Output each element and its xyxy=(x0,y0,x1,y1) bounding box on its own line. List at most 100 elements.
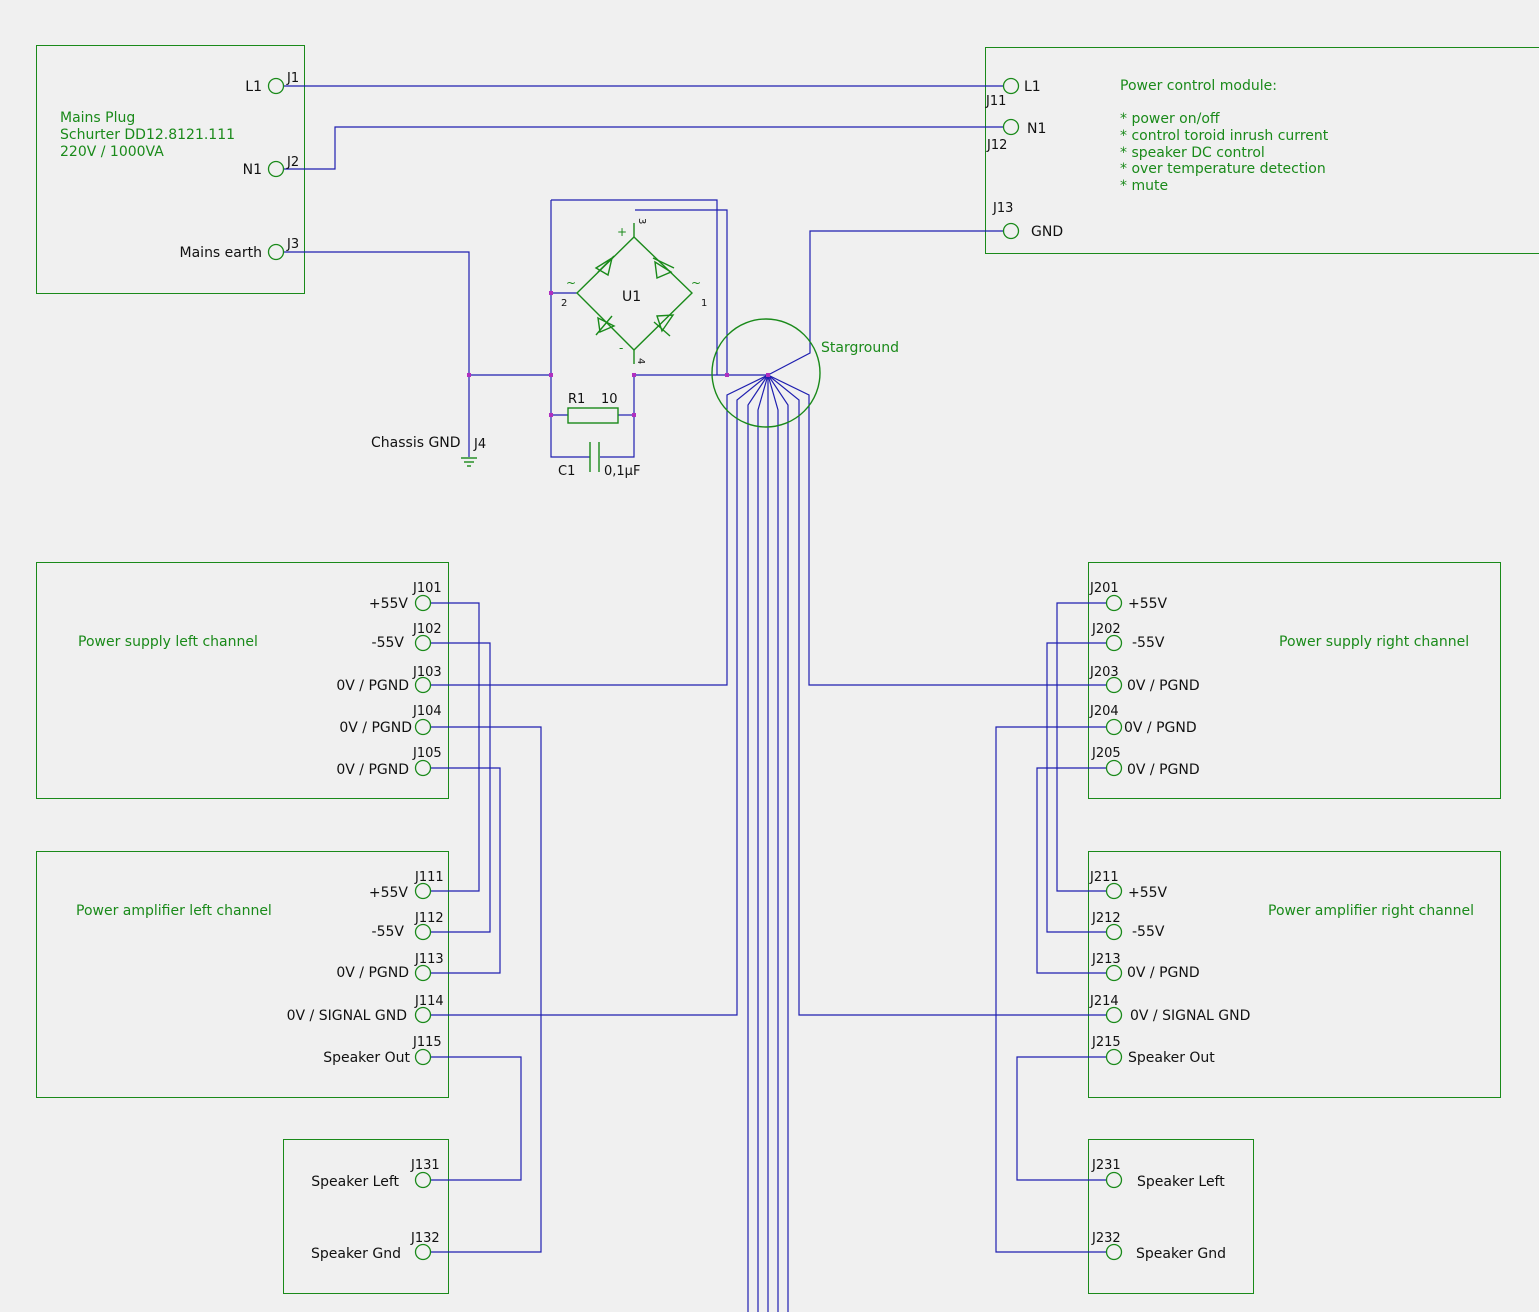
j3-ref: J3 xyxy=(286,237,299,252)
spk-right-box xyxy=(1088,1139,1254,1294)
connector-j211: J211 +55V xyxy=(1089,870,1168,901)
capacitor-c1 xyxy=(589,442,600,472)
j232-ref: J232 xyxy=(1091,1231,1121,1246)
j101-label: +55V xyxy=(369,596,409,612)
r1-value: 10 xyxy=(601,392,618,407)
connector-j231: J231 Speaker Left xyxy=(1091,1158,1225,1190)
connector-j13: J13 GND xyxy=(992,201,1063,240)
connector-j102: J102 -55V xyxy=(372,622,442,652)
bridge-ac1: ~ xyxy=(566,276,576,290)
r1-ref: R1 xyxy=(568,392,585,407)
connector-j132: J132 Speaker Gnd xyxy=(311,1231,440,1262)
wire-left-rail xyxy=(550,200,590,458)
j103-label: 0V / PGND xyxy=(336,678,409,694)
connector-j202: J202 -55V xyxy=(1091,622,1165,652)
pc-feature-5: * mute xyxy=(1120,178,1168,194)
j231-label: Speaker Left xyxy=(1137,1174,1225,1190)
wire-right-speaker-gnd xyxy=(995,726,1106,1253)
junctions xyxy=(467,291,770,417)
amp-right-title: Power amplifier right channel xyxy=(1268,903,1474,919)
connector-j204: J204 0V / PGND xyxy=(1089,704,1197,736)
wire-bundle-2 xyxy=(757,374,769,1312)
connector-j215: J215 Speaker Out xyxy=(1091,1035,1215,1066)
j232-label: Speaker Gnd xyxy=(1136,1246,1226,1262)
j132-ref: J132 xyxy=(410,1231,440,1246)
bridge-pin4: 4 xyxy=(635,358,646,364)
j215-ref: J215 xyxy=(1091,1035,1121,1050)
j213-ref: J213 xyxy=(1091,952,1121,967)
j203-label: 0V / PGND xyxy=(1127,678,1200,694)
mains-plug-box xyxy=(36,45,305,294)
wire-left-plus55 xyxy=(430,602,480,892)
wire-right-speaker-out xyxy=(1016,1056,1106,1181)
j111-label: +55V xyxy=(369,885,409,901)
wire-bundle-5 xyxy=(767,374,789,1312)
j102-ref: J102 xyxy=(412,622,442,637)
j13-label: GND xyxy=(1031,224,1063,240)
j202-ref: J202 xyxy=(1091,622,1121,637)
j12-label: N1 xyxy=(1027,121,1046,137)
ps-left-box xyxy=(36,562,449,799)
j204-ref: J204 xyxy=(1089,704,1119,719)
wire-right-pgnd xyxy=(1036,767,1106,974)
wire-bundle-4 xyxy=(767,374,779,1312)
j104-ref: J104 xyxy=(412,704,442,719)
c1-value: 0,1µF xyxy=(604,464,640,479)
connector-j111: J111 +55V xyxy=(369,870,444,901)
j131-ref: J131 xyxy=(410,1158,440,1173)
connector-j214: J214 0V / SIGNAL GND xyxy=(1089,994,1250,1024)
connector-j115: J115 Speaker Out xyxy=(323,1035,441,1066)
j113-ref: J113 xyxy=(414,952,444,967)
j212-label: -55V xyxy=(1132,924,1165,940)
j205-ref: J205 xyxy=(1091,746,1121,761)
spk-left-box xyxy=(283,1139,449,1294)
bridge-pin2: 2 xyxy=(561,298,567,309)
wire-j203 xyxy=(767,374,1106,686)
j204-label: 0V / PGND xyxy=(1124,720,1197,736)
wire-bridge-pin3 xyxy=(635,209,728,375)
connector-j213: J213 0V / PGND xyxy=(1091,952,1200,982)
pc-feature-2: * control toroid inrush current xyxy=(1120,128,1329,144)
j115-ref: J115 xyxy=(412,1035,442,1050)
j112-label: -55V xyxy=(372,924,405,940)
j103-ref: J103 xyxy=(412,665,442,680)
bridge-plus: + xyxy=(617,225,627,239)
j1-label: L1 xyxy=(245,79,262,95)
j212-ref: J212 xyxy=(1091,911,1121,926)
wire-mains-earth xyxy=(284,251,470,457)
connector-j203: J203 0V / PGND xyxy=(1089,665,1200,694)
j2-ref: J2 xyxy=(286,155,299,170)
j203-ref: J203 xyxy=(1089,665,1119,680)
ps-left-title: Power supply left channel xyxy=(78,634,258,650)
j105-ref: J105 xyxy=(412,746,442,761)
connector-j232: J232 Speaker Gnd xyxy=(1091,1231,1226,1262)
j11-label: L1 xyxy=(1024,79,1041,95)
connector-j1: J1 L1 xyxy=(245,71,299,95)
j3-label: Mains earth xyxy=(180,245,262,261)
j211-label: +55V xyxy=(1128,885,1168,901)
j112-ref: J112 xyxy=(414,911,444,926)
j131-label: Speaker Left xyxy=(311,1174,399,1190)
power-control-box xyxy=(985,47,1539,254)
wire-pc-gnd xyxy=(767,230,1003,376)
amp-right-box xyxy=(1088,851,1501,1098)
connector-j101: J101 +55V xyxy=(369,581,442,612)
wire-left-pgnd xyxy=(430,767,501,974)
bridge-ac2: ~ xyxy=(691,276,701,290)
wire-j103 xyxy=(430,374,769,686)
wire-j114 xyxy=(430,374,769,1016)
connector-j2: J2 N1 xyxy=(243,155,300,178)
wire-left-speaker-gnd xyxy=(430,726,542,1253)
chassis-ground-icon xyxy=(461,457,477,467)
j11-ref: J11 xyxy=(985,94,1006,109)
ps-right-title: Power supply right channel xyxy=(1279,634,1469,650)
j205-label: 0V / PGND xyxy=(1127,762,1200,778)
j214-label: 0V / SIGNAL GND xyxy=(1130,1008,1250,1024)
mains-title-2: Schurter DD12.8121.111 xyxy=(60,127,235,143)
j201-ref: J201 xyxy=(1089,581,1119,596)
connector-j3: J3 Mains earth xyxy=(180,237,300,261)
pc-feature-3: * speaker DC control xyxy=(1120,145,1265,161)
wire-n1 xyxy=(284,126,1003,170)
connector-j112: J112 -55V xyxy=(372,911,444,941)
